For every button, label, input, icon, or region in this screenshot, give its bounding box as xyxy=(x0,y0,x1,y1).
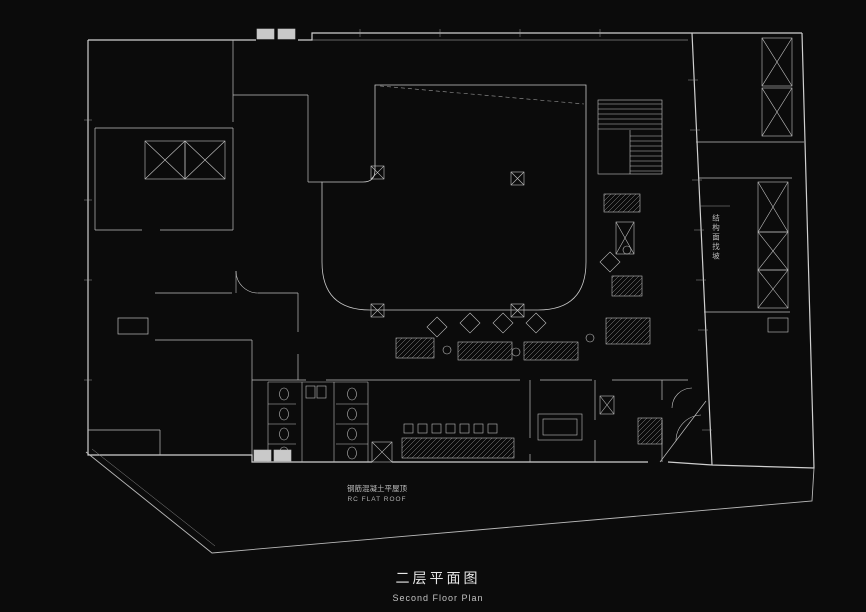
roof-label-cn: 钢筋混凝土平屋顶 xyxy=(347,483,407,493)
bar-counter xyxy=(401,423,515,459)
slope-note-label: 结构面找坡 xyxy=(711,213,720,262)
elevator-shaft-left xyxy=(144,140,226,180)
terrace-outline xyxy=(85,448,815,554)
shafts-right-strip xyxy=(757,37,793,333)
service-room-fixtures xyxy=(599,395,663,445)
wall-ticks xyxy=(84,29,712,431)
slope-annotation: 结构面找坡 xyxy=(700,205,730,262)
roof-label-en: RC FLAT ROOF xyxy=(347,496,406,503)
restrooms xyxy=(267,381,393,463)
page-title: 二层平面图 xyxy=(396,570,481,586)
doors xyxy=(235,28,702,462)
interior-walls xyxy=(88,39,804,463)
stairs xyxy=(597,99,663,175)
page-subtitle: Second Floor Plan xyxy=(392,593,483,603)
roof-annotation: 钢筋混凝土平屋顶 RC FLAT ROOF xyxy=(347,483,407,503)
central-hall xyxy=(321,84,587,311)
columns xyxy=(370,165,525,318)
lounge-seating xyxy=(395,193,651,361)
drawing-title: 二层平面图 Second Floor Plan xyxy=(392,570,483,603)
billiard-table xyxy=(537,413,583,441)
